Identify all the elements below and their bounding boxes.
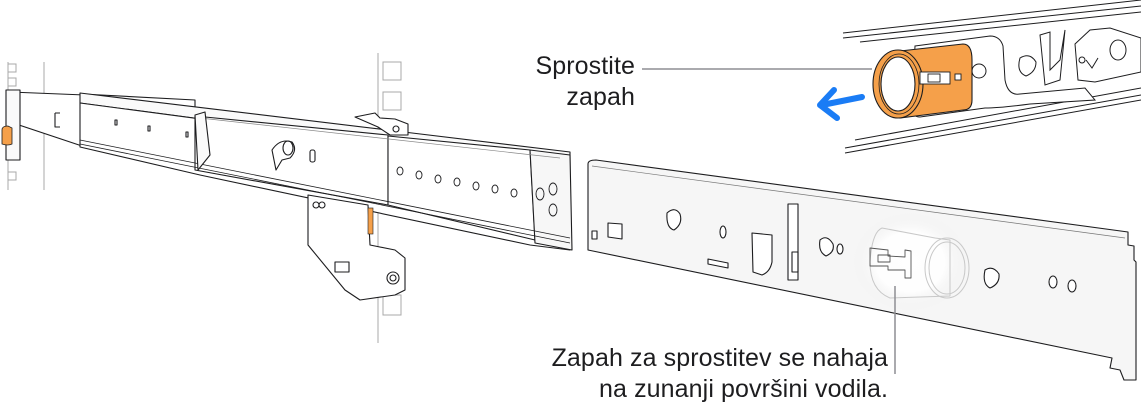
rear-latch-highlight [1,125,13,146]
release-latch-callout: Sprostite zapah [535,51,635,113]
pull-arrow-icon [817,87,865,121]
latch-location-callout-line2: na zunanji površini vodila. [599,375,888,403]
latch-location-callout: Zapah za sprostitev se nahaja na zunanji… [552,343,888,405]
orange-latch-cylinder [872,43,973,119]
front-latch-highlight [367,207,374,235]
outer-rail [587,159,1137,381]
release-latch-callout-line2: zapah [566,83,635,111]
release-latch-callout-line1: Sprostite [535,52,635,80]
extended-rail [5,89,573,301]
latch-location-callout-line1: Zapah za sprostitev se nahaja [551,344,888,372]
